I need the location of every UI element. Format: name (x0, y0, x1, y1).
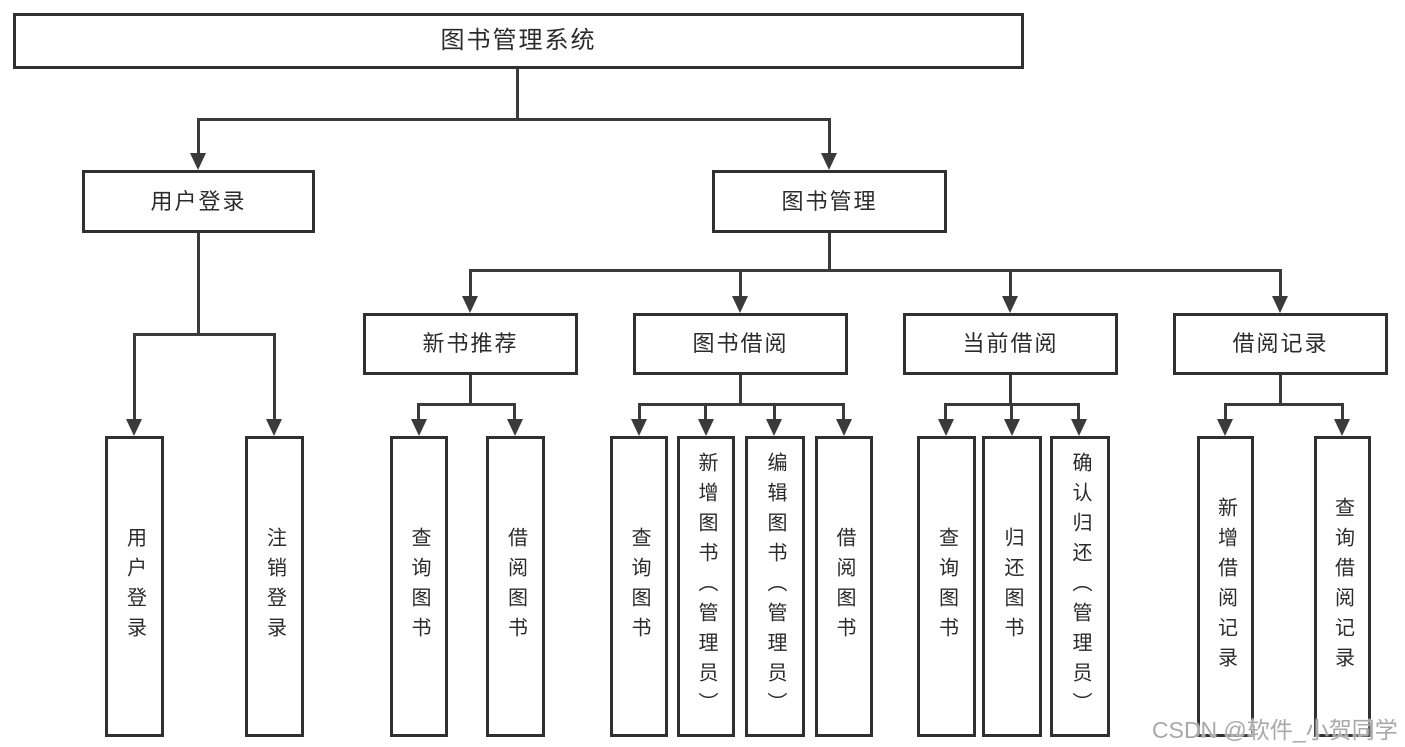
connector-drop-leaf (638, 403, 641, 421)
leaf-query-books-current: 查询图书 (917, 436, 976, 737)
leaf-query-borrow-record: 查询借阅记录 (1314, 436, 1371, 737)
arrow-down-icon (938, 419, 954, 436)
connector-drop-leaf (273, 333, 276, 421)
connector-current-borrow-stub (1009, 375, 1012, 405)
arrow-down-icon (732, 296, 748, 313)
connector-drop-leaf (1224, 403, 1227, 421)
leaf-borrow-books: 借阅图书 (815, 436, 873, 737)
connector-drop-level3 (1279, 269, 1282, 297)
arrow-down-icon (190, 153, 206, 170)
arrow-down-icon (1217, 419, 1233, 436)
connector-drop-leaf (773, 403, 776, 421)
connector-drop-leaf (704, 403, 707, 421)
connector-drop-leaf (417, 403, 420, 421)
connector-borrow-records-rail (1224, 403, 1343, 406)
node-user-login: 用户登录 (82, 170, 315, 233)
connector-drop-level3 (469, 269, 472, 297)
connector-user-login-stub (197, 233, 200, 335)
connector-drop-user-login (197, 118, 200, 156)
connector-drop-leaf (842, 403, 845, 421)
arrow-down-icon (1004, 419, 1020, 436)
arrow-down-icon (411, 419, 427, 436)
connector-drop-level3 (1009, 269, 1012, 297)
arrow-down-icon (766, 419, 782, 436)
leaf-logout: 注销登录 (245, 436, 304, 737)
node-new-book-recommend: 新书推荐 (363, 313, 578, 375)
arrow-down-icon (631, 419, 647, 436)
arrow-down-icon (507, 419, 523, 436)
connector-user-login-rail (133, 333, 275, 336)
connector-drop-leaf (513, 403, 516, 421)
leaf-confirm-return-admin: 确认归还（管理员） (1050, 436, 1110, 737)
leaf-add-borrow-record: 新增借阅记录 (1197, 436, 1254, 737)
leaf-query-books-recommend: 查询图书 (390, 436, 448, 737)
leaf-edit-books-admin: 编辑图书（管理员） (745, 436, 805, 737)
leaf-borrow-books-recommend: 借阅图书 (486, 436, 545, 737)
connector-drop-leaf (1077, 403, 1080, 421)
connector-drop-leaf (133, 333, 136, 421)
arrow-down-icon (1002, 296, 1018, 313)
leaf-user-login: 用户登录 (105, 436, 164, 737)
connector-book-borrow-stub (739, 375, 742, 405)
arrow-down-icon (1071, 419, 1087, 436)
connector-new-books-rail (418, 403, 516, 406)
connector-drop-book-management (828, 118, 831, 156)
leaf-add-books-admin: 新增图书（管理员） (677, 436, 735, 737)
connector-drop-leaf (1010, 403, 1013, 421)
connector-book-mgmt-stub (828, 233, 831, 271)
arrow-down-icon (1272, 296, 1288, 313)
connector-drop-leaf (944, 403, 947, 421)
leaf-return-books: 归还图书 (982, 436, 1042, 737)
arrow-down-icon (126, 419, 142, 436)
connector-book-borrow-rail (638, 403, 844, 406)
connector-drop-level3 (739, 269, 742, 297)
arrow-down-icon (462, 296, 478, 313)
connector-borrow-records-stub (1279, 375, 1282, 405)
connector-new-books-stub (469, 375, 472, 405)
csdn-watermark: CSDN @软件_小贺同学 (1152, 717, 1398, 743)
node-library-management-system: 图书管理系统 (13, 13, 1024, 69)
node-book-borrow: 图书借阅 (633, 313, 848, 375)
connector-root-rail (197, 118, 831, 121)
connector-drop-leaf (1341, 403, 1344, 421)
node-current-borrow: 当前借阅 (903, 313, 1118, 375)
node-book-management: 图书管理 (712, 170, 947, 233)
arrow-down-icon (266, 419, 282, 436)
connector-book-mgmt-rail (469, 269, 1281, 272)
connector-root-stub (516, 68, 519, 119)
arrow-down-icon (698, 419, 714, 436)
arrow-down-icon (1334, 419, 1350, 436)
arrow-down-icon (821, 153, 837, 170)
arrow-down-icon (836, 419, 852, 436)
node-borrow-records: 借阅记录 (1173, 313, 1388, 375)
leaf-query-books-borrow: 查询图书 (610, 436, 668, 737)
